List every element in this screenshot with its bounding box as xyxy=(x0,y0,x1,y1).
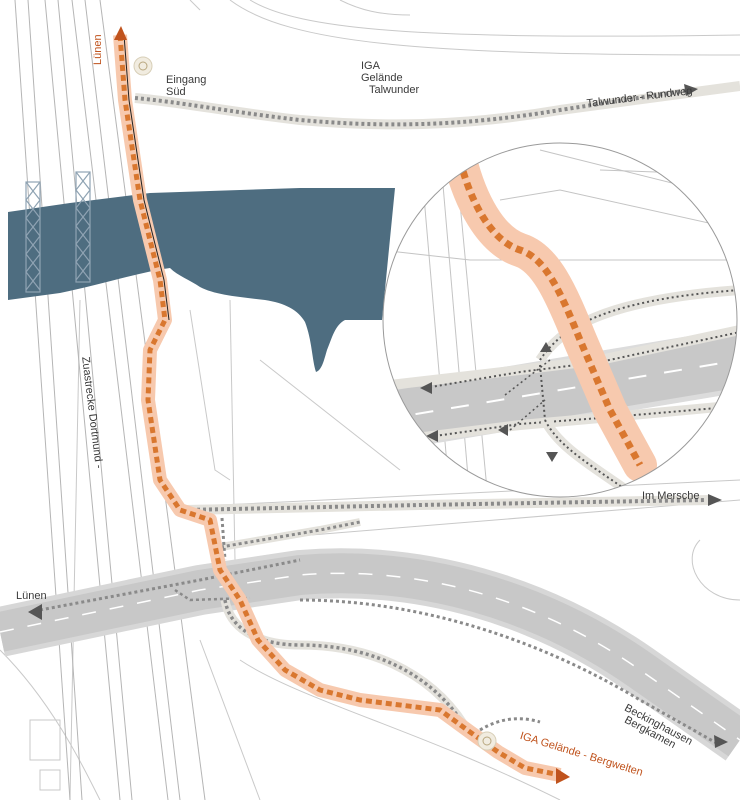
railway-bridge-east xyxy=(75,171,91,283)
entrance-south-marker xyxy=(133,56,153,76)
grey-paths xyxy=(39,81,740,747)
label-eingang-sued-2: Süd xyxy=(166,86,186,98)
arrow-right-icon xyxy=(708,494,722,506)
label-luenen-left: Lünen xyxy=(16,590,47,602)
detail-inset xyxy=(382,142,738,498)
label-eingang-sued-1: Eingang xyxy=(166,74,207,86)
arrow-up-icon xyxy=(114,26,127,40)
arrow-right-icon xyxy=(714,735,728,748)
railway-bridge-west xyxy=(25,181,41,293)
arrow-right-icon xyxy=(684,84,698,96)
railway xyxy=(14,0,206,801)
orange-route xyxy=(113,34,562,782)
label-luenen-top: Lünen xyxy=(92,34,104,65)
label-im-mersche: Im Mersche xyxy=(642,490,700,502)
label-iga-1: IGA xyxy=(361,60,380,72)
arrow-left-icon xyxy=(28,604,42,620)
grey-arrows xyxy=(28,84,728,748)
entrance-bergwelten-marker xyxy=(477,731,497,751)
arrow-right-icon xyxy=(556,768,570,784)
river xyxy=(8,188,395,372)
main-road xyxy=(0,548,740,761)
label-iga-2: Gelände xyxy=(361,72,403,84)
label-iga-3: Talwunder xyxy=(369,84,420,96)
